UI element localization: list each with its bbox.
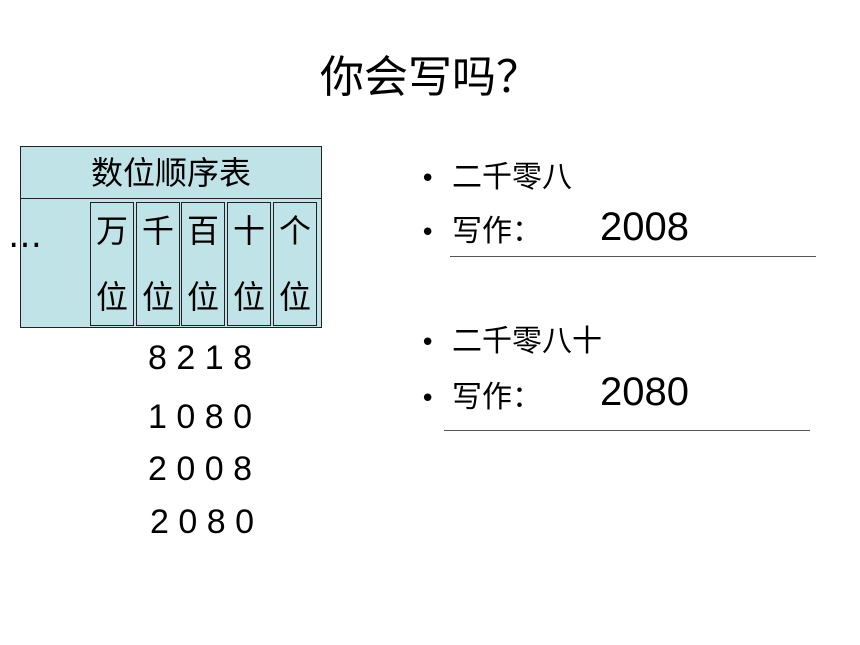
prompt-text: 二千零八 [452,160,572,195]
column-tens: 十 位 [227,202,271,326]
column-label: 千 [141,212,174,250]
number-row: 1 0 8 0 [148,398,252,436]
column-label: 位 [232,278,265,316]
column-label: 百 [186,212,219,250]
column-label: 个 [278,212,311,250]
bullet-icon: • [420,384,436,414]
column-label: 位 [141,278,174,316]
exercise-prompt: • 二千零八十 [420,322,602,363]
column-label: 位 [186,278,219,316]
column-thousands: 千 位 [136,202,180,326]
column-ones: 个 位 [273,202,317,326]
bullet-icon: • [420,164,436,194]
exercise-write-label: • 写作： [420,212,542,253]
column-hundreds: 百 位 [181,202,225,326]
answer-text: 2080 [600,370,689,414]
bullet-icon: • [420,218,436,248]
bullet-icon: • [420,328,436,358]
table-header: 数位顺序表 [21,147,321,199]
table-ellipsis: … [8,216,42,256]
write-label: 写作： [452,380,542,415]
write-label: 写作： [452,214,542,249]
page-title: 你会写吗？ [320,52,540,103]
number-row: 2 0 0 8 [148,450,252,488]
answer-text: 2008 [600,205,689,249]
exercise-prompt: • 二千零八 [420,158,572,199]
answer-underline [450,256,816,257]
column-ten-thousands: 万 位 [90,202,134,326]
number-row: 8 2 1 8 [148,339,252,377]
answer-underline [444,430,810,431]
column-label: 十 [232,212,265,250]
prompt-text: 二千零八十 [452,324,602,359]
column-label: 位 [278,278,311,316]
exercise-write-label: • 写作： [420,378,542,419]
place-value-table: 数位顺序表 [20,146,322,328]
column-label: 位 [95,278,128,316]
column-label: 万 [95,212,128,250]
number-row: 2 0 8 0 [150,503,254,541]
